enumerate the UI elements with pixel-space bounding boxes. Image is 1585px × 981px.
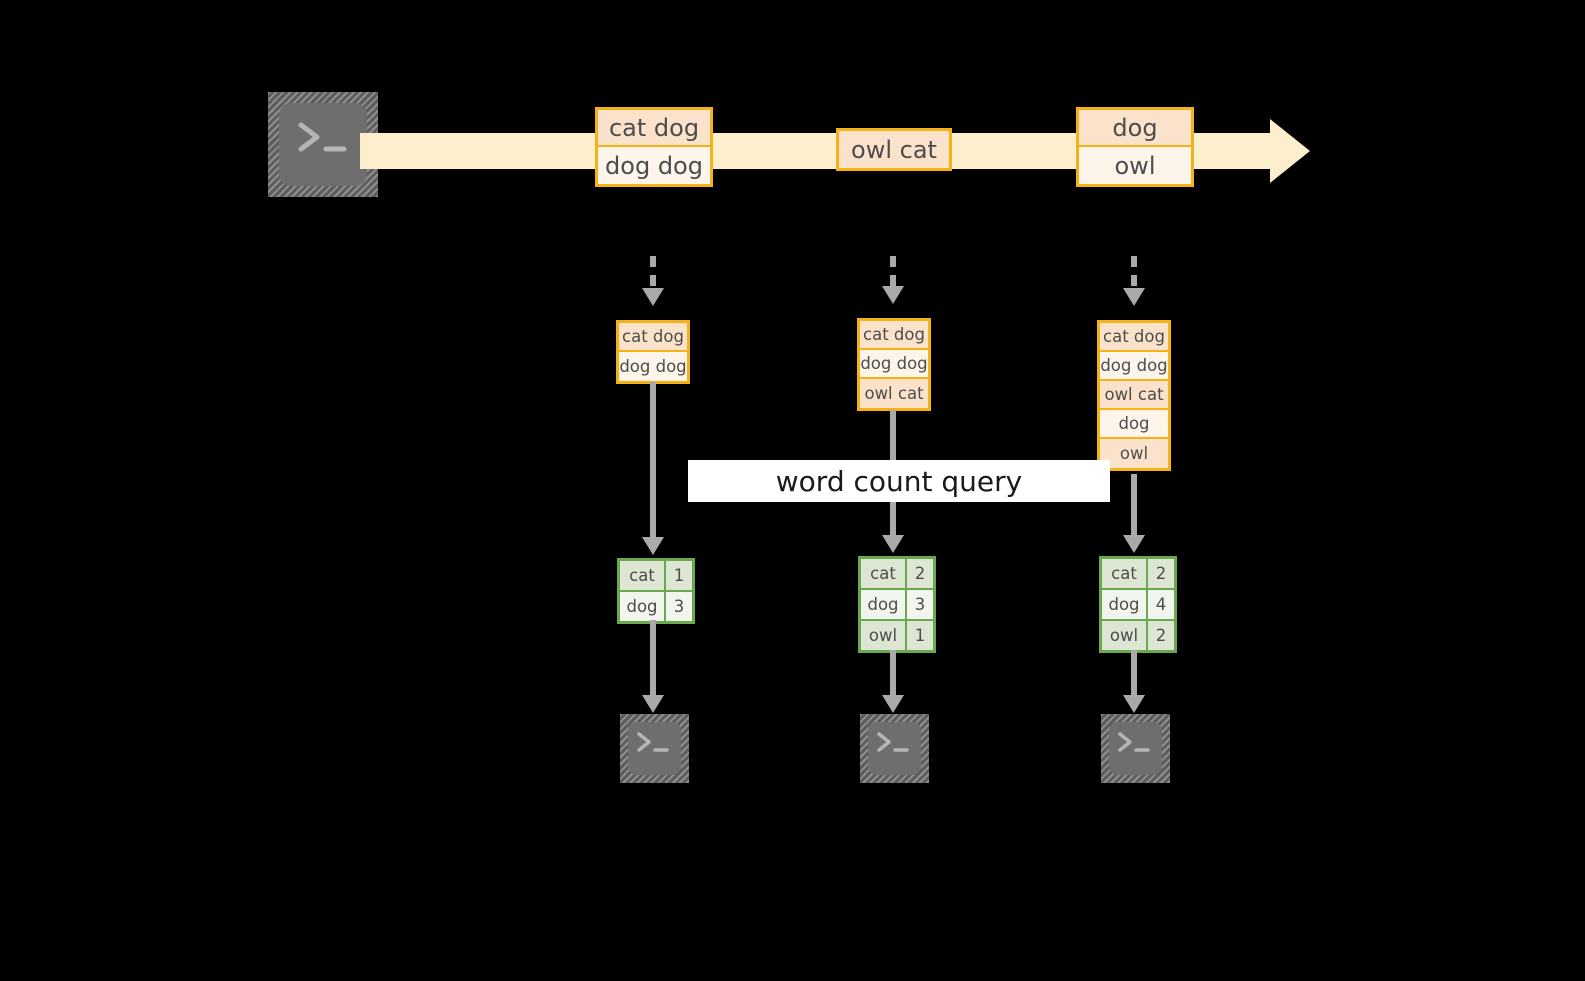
query-arrow-line-1 [650,382,656,538]
snapshot-3-line-3: owl cat [1100,381,1168,410]
result-2-word-2: dog [861,590,907,619]
sink-arrow-line-2 [890,650,896,696]
stream-event-3-line-2: owl [1079,147,1191,184]
stream-arrow-head [1270,119,1310,183]
tap-arrow-head-3 [1123,288,1145,306]
result-3-word-3: owl [1102,621,1148,650]
query-arrow-head-3 [1123,535,1145,553]
source-terminal-icon [268,92,378,197]
table-row: cat 1 [620,561,692,592]
stream-event-1-line-1: cat dog [598,110,710,147]
result-table-column-3[interactable]: cat 2 dog 4 owl 2 [1099,556,1177,653]
snapshot-column-1[interactable]: cat dog dog dog [616,320,690,384]
snapshot-column-3[interactable]: cat dog dog dog owl cat dog owl [1097,320,1171,471]
tap-arrow-head-2 [882,286,904,304]
sink-arrow-head-3 [1123,695,1145,713]
result-table-column-2[interactable]: cat 2 dog 3 owl 1 [858,556,936,653]
tap-arrow-line-1 [650,256,656,290]
stream-event-3-line-1: dog [1079,110,1191,147]
terminal-body [279,103,367,186]
result-1-count-2: 3 [666,592,692,621]
query-label: word count query [775,464,1023,498]
result-3-count-2: 4 [1148,590,1174,619]
result-1-word-1: cat [620,561,666,590]
result-3-word-2: dog [1102,590,1148,619]
snapshot-2-line-3: owl cat [860,379,928,408]
terminal-prompt-glyph [877,732,909,752]
table-row: owl 1 [861,621,933,650]
result-3-count-3: 2 [1148,621,1174,650]
sink-terminal-icon-1 [620,714,689,783]
result-2-word-3: owl [861,621,907,650]
result-2-count-1: 2 [907,559,933,588]
terminal-prompt-glyph [298,122,347,152]
snapshot-column-2[interactable]: cat dog dog dog owl cat [857,318,931,411]
sink-arrow-head-1 [642,695,664,713]
query-arrow-line-3 [1131,474,1137,536]
snapshot-3-line-4: dog [1100,410,1168,439]
tap-arrow-line-2 [890,256,896,288]
sink-terminal-icon-3 [1101,714,1170,783]
stream-event-2-line-1: owl cat [839,131,949,168]
snapshot-3-line-1: cat dog [1100,323,1168,352]
stream-event-2[interactable]: owl cat [836,128,952,171]
result-1-word-2: dog [620,592,666,621]
table-row: dog 4 [1102,590,1174,621]
snapshot-3-line-5: owl [1100,439,1168,468]
sink-terminal-icon-2 [860,714,929,783]
result-1-count-1: 1 [666,561,692,590]
result-3-word-1: cat [1102,559,1148,588]
terminal-prompt-glyph [1118,732,1150,752]
sink-arrow-line-1 [650,620,656,696]
query-arrow-head-1 [642,537,664,555]
query-label-band: word count query [688,460,1110,502]
stream-event-3[interactable]: dog owl [1076,107,1194,187]
tap-arrow-head-1 [642,288,664,306]
table-row: dog 3 [620,592,692,621]
tap-arrow-line-3 [1131,256,1137,290]
result-2-word-1: cat [861,559,907,588]
sink-arrow-line-3 [1131,650,1137,696]
result-2-count-3: 1 [907,621,933,650]
snapshot-1-line-2: dog dog [619,352,687,381]
stream-event-1-line-2: dog dog [598,147,710,184]
snapshot-3-line-2: dog dog [1100,352,1168,381]
snapshot-1-line-1: cat dog [619,323,687,352]
result-2-count-2: 3 [907,590,933,619]
sink-arrow-head-2 [882,695,904,713]
result-3-count-1: 2 [1148,559,1174,588]
table-row: cat 2 [1102,559,1174,590]
result-table-column-1[interactable]: cat 1 dog 3 [617,558,695,624]
terminal-prompt-glyph [637,732,669,752]
table-row: dog 3 [861,590,933,621]
stream-event-1[interactable]: cat dog dog dog [595,107,713,187]
table-row: cat 2 [861,559,933,590]
snapshot-2-line-2: dog dog [860,350,928,379]
table-row: owl 2 [1102,621,1174,650]
query-arrow-head-2 [882,535,904,553]
snapshot-2-line-1: cat dog [860,321,928,350]
